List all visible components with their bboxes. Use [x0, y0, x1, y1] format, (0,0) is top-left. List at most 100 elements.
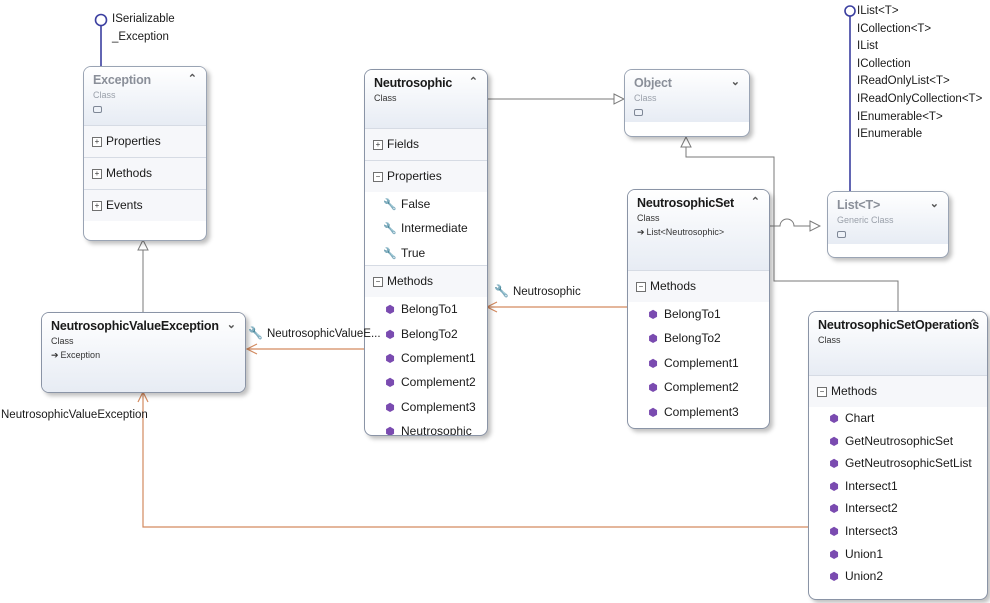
interface-label: ICollection: [857, 57, 911, 70]
section-methods[interactable]: −Methods: [628, 270, 769, 302]
section-events[interactable]: + Events: [84, 189, 206, 221]
valueexception-class-shape[interactable]: NeutrosophicValueException Class ➔Except…: [41, 312, 246, 393]
collapse-icon[interactable]: −: [373, 172, 383, 182]
method-cube-icon: ⬢: [829, 458, 839, 471]
property-item[interactable]: 🔧 False: [365, 192, 487, 216]
shape-icon: [837, 231, 846, 238]
section-methods[interactable]: + Methods: [84, 157, 206, 189]
method-item[interactable]: ⬢Complement3: [365, 395, 487, 419]
collapse-toggle-icon[interactable]: ⌃: [968, 318, 978, 330]
section-label: Events: [106, 198, 143, 212]
setoperations-class-shape[interactable]: NeutrosophicSetOperations Class ⌃ −Metho…: [808, 311, 988, 600]
class-title: NeutrosophicSetOperations: [818, 318, 979, 332]
method-item[interactable]: ⬢Complement1: [365, 346, 487, 370]
member-name: BelongTo1: [401, 302, 458, 317]
association-label-neutrosophic[interactable]: 🔧Neutrosophic: [494, 284, 581, 298]
section-properties[interactable]: + Properties: [84, 125, 206, 157]
class-kind: Class: [818, 335, 841, 345]
section-label: Methods: [650, 279, 697, 293]
class-header[interactable]: Neutrosophic Class ⌃: [365, 70, 487, 128]
method-item[interactable]: ⬢ Neutrosophic: [365, 419, 487, 436]
expand-icon[interactable]: +: [373, 140, 383, 150]
neutrosophic-class-shape[interactable]: Neutrosophic Class ⌃ +Fields −Properties…: [364, 69, 488, 436]
collapse-icon[interactable]: −: [373, 277, 383, 288]
object-class-shape[interactable]: Object Class ⌄: [624, 69, 750, 137]
class-title: NeutrosophicSet: [637, 196, 735, 210]
interface-label: ICollection<T>: [857, 22, 932, 35]
class-header[interactable]: Exception Class ⌃: [84, 67, 206, 125]
class-header[interactable]: NeutrosophicSetOperations Class ⌃: [809, 312, 987, 375]
expand-toggle-icon[interactable]: ⌄: [929, 198, 939, 210]
method-cube-icon: ⬢: [829, 435, 839, 448]
member-name: BelongTo1: [664, 307, 721, 321]
method-cube-icon: ⬢: [648, 382, 658, 395]
method-item[interactable]: ⬢BelongTo2: [365, 322, 487, 346]
exception-class-shape[interactable]: Exception Class ⌃ + Properties + Methods +…: [83, 66, 207, 241]
method-cube-icon: ⬢: [648, 309, 658, 321]
member-name: Neutrosophic: [401, 424, 472, 436]
method-item[interactable]: ⬢ BelongTo1: [628, 302, 769, 326]
method-item[interactable]: ⬢ BelongTo1: [365, 297, 487, 321]
method-cube-icon: ⬢: [385, 377, 395, 390]
method-item[interactable]: ⬢Complement1: [628, 351, 769, 375]
class-header[interactable]: List<T> Generic Class ⌄: [828, 192, 948, 244]
expand-icon[interactable]: +: [92, 137, 102, 147]
method-item[interactable]: ⬢Union1: [809, 543, 987, 566]
class-title: Object: [634, 76, 672, 90]
method-cube-icon: ⬢: [829, 480, 839, 493]
association-wrench-icon: 🔧: [248, 326, 263, 340]
section-label: Properties: [106, 134, 161, 148]
interface-label: IReadOnlyCollection<T>: [857, 92, 983, 105]
section-properties[interactable]: −Properties: [365, 160, 487, 192]
association-label-valueexception-left[interactable]: NeutrosophicValueException: [1, 409, 148, 421]
method-item[interactable]: ⬢Union2: [809, 565, 987, 588]
section-methods[interactable]: −Methods: [809, 375, 987, 407]
expand-toggle-icon[interactable]: ⌄: [730, 76, 740, 88]
collapse-icon[interactable]: −: [817, 387, 827, 397]
class-kind: Class: [51, 336, 74, 346]
member-name: Intersect3: [845, 523, 898, 538]
method-item[interactable]: ⬢Complement2: [628, 375, 769, 399]
method-cube-icon: ⬢: [385, 304, 395, 317]
collapse-toggle-icon[interactable]: ⌃: [187, 73, 197, 85]
collapse-toggle-icon[interactable]: ⌃: [468, 76, 478, 88]
method-item[interactable]: ⬢Complement3: [628, 400, 769, 424]
section-label: Methods: [106, 166, 153, 180]
method-item[interactable]: ⬢Intersect3: [809, 520, 987, 543]
association-label-valueexception[interactable]: 🔧NeutrosophicValueE...: [248, 326, 381, 340]
collapse-toggle-icon[interactable]: ⌃: [750, 196, 760, 208]
list-class-shape[interactable]: List<T> Generic Class ⌄: [827, 191, 949, 258]
class-title: Exception: [93, 73, 151, 87]
interface-label: IReadOnlyList<T>: [857, 75, 950, 88]
class-header[interactable]: NeutrosophicSet Class ➔List<Neutrosophic…: [628, 190, 769, 270]
class-kind: Class: [374, 93, 397, 103]
collapse-icon[interactable]: −: [636, 282, 646, 292]
method-item[interactable]: ⬢GetNeutrosophicSetList: [809, 452, 987, 475]
method-item[interactable]: ⬢Chart: [809, 407, 987, 430]
method-cube-icon: ⬢: [385, 426, 395, 436]
wrench-icon: 🔧: [383, 247, 397, 260]
class-header[interactable]: NeutrosophicValueException Class ➔Except…: [42, 313, 245, 392]
property-item[interactable]: 🔧True: [365, 241, 487, 265]
method-item[interactable]: ⬢Intersect2: [809, 497, 987, 520]
wrench-icon: 🔧: [383, 199, 397, 211]
member-name: Intermediate: [401, 221, 468, 236]
interface-label: IList<T>: [857, 5, 899, 17]
method-item[interactable]: ⬢Complement2: [365, 370, 487, 394]
expand-toggle-icon[interactable]: ⌄: [226, 319, 236, 331]
class-title: List<T>: [837, 198, 881, 212]
neutrosophicset-class-shape[interactable]: NeutrosophicSet Class ➔List<Neutrosophic…: [627, 189, 770, 429]
section-methods[interactable]: −Methods: [365, 265, 487, 298]
expand-icon[interactable]: +: [92, 201, 102, 211]
member-name: False: [401, 197, 431, 211]
method-item[interactable]: ⬢GetNeutrosophicSet: [809, 430, 987, 453]
method-cube-icon: ⬢: [648, 333, 658, 346]
method-item[interactable]: ⬢BelongTo2: [628, 326, 769, 350]
member-name: Union1: [845, 546, 884, 561]
expand-icon[interactable]: +: [92, 169, 102, 179]
class-kind: Class: [637, 213, 660, 223]
class-header[interactable]: Object Class ⌄: [625, 70, 749, 122]
property-item[interactable]: 🔧Intermediate: [365, 216, 487, 240]
section-fields[interactable]: +Fields: [365, 128, 487, 160]
method-item[interactable]: ⬢Intersect1: [809, 475, 987, 498]
